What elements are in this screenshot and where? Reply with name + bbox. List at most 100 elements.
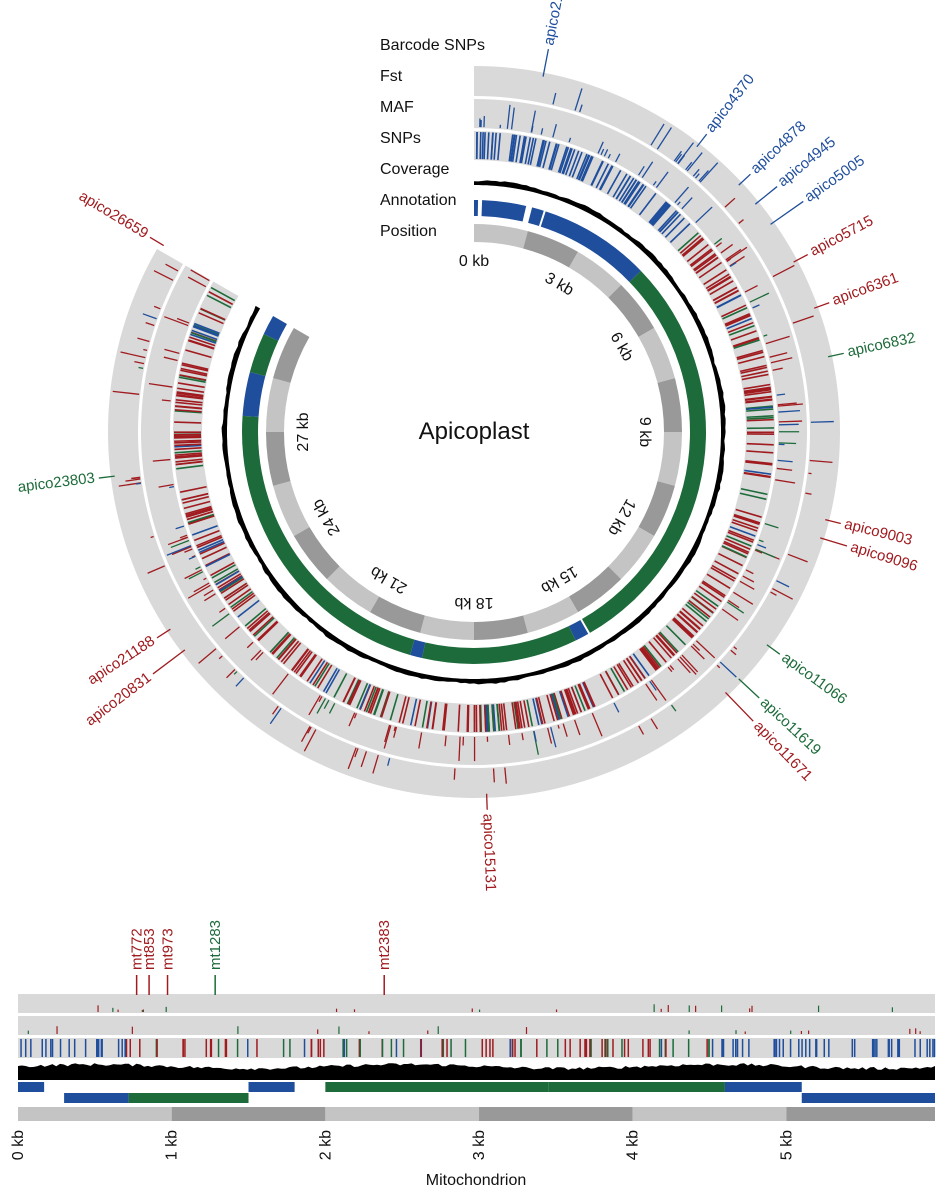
maf-tick — [171, 546, 192, 556]
snp-tick — [272, 633, 292, 655]
mito-marker-label: mt1283 — [207, 920, 224, 970]
snp-tick — [299, 653, 317, 677]
snp-tick — [724, 312, 750, 326]
snp-tick — [252, 616, 274, 636]
maf-tick — [776, 393, 786, 396]
snp-tick — [175, 401, 203, 406]
snp-tick — [457, 704, 461, 732]
maf-tick — [770, 357, 793, 364]
mito-snps-track — [20, 1004, 936, 1057]
snp-tick — [483, 132, 486, 160]
position-block — [608, 284, 655, 337]
snp-tick — [621, 179, 638, 203]
snp-tick — [744, 388, 772, 395]
maf-tick — [557, 724, 560, 729]
fst-tick — [673, 150, 682, 162]
snp-tick — [182, 495, 209, 504]
snp-tick — [705, 273, 730, 290]
snp-tick — [380, 691, 391, 718]
snp-tick — [721, 304, 747, 318]
snp-tick — [174, 436, 202, 439]
snp-tick — [181, 362, 209, 371]
snp-tick — [612, 173, 628, 198]
snp-tick — [206, 294, 232, 309]
mito-snps-background — [18, 1038, 935, 1058]
position-block — [266, 378, 291, 432]
mito-kb-label: 0 kb — [10, 1130, 27, 1160]
snp-tick — [691, 595, 714, 614]
marker-leader — [738, 678, 760, 699]
marker-leader — [696, 133, 708, 148]
mito-coverage-track — [18, 1063, 935, 1080]
maf-tick — [204, 593, 216, 602]
snp-tick — [230, 590, 253, 609]
snp-tick — [570, 686, 583, 713]
snp-tick — [347, 679, 361, 705]
mito-position-block — [479, 1107, 633, 1121]
snp-tick — [712, 286, 738, 302]
annotation-segment — [568, 619, 589, 641]
fst-tick — [656, 127, 672, 150]
snp-tick — [693, 592, 717, 610]
maf-tick — [203, 577, 207, 581]
snp-tick — [219, 576, 244, 593]
snp-tick — [639, 648, 657, 671]
snp-tick — [652, 637, 672, 659]
maf-tick — [562, 723, 568, 737]
fst-tick — [805, 492, 812, 495]
snp-tick — [295, 651, 313, 674]
snp-tick — [426, 701, 432, 729]
snp-tick — [196, 536, 223, 549]
track-label: Fst — [380, 68, 403, 85]
fst-tick — [719, 661, 737, 678]
snp-tick — [532, 698, 540, 726]
snp-tick — [580, 155, 593, 182]
snp-tick — [185, 349, 212, 359]
snp-tick — [689, 248, 713, 266]
apicoplast-kb-label: 18 kb — [454, 594, 493, 611]
maf-tick — [383, 725, 392, 749]
snp-tick — [658, 211, 679, 233]
snp-tick — [467, 704, 470, 732]
maf-tick — [166, 544, 192, 556]
snp-tick — [695, 256, 719, 274]
snp-tick — [372, 689, 384, 716]
snp-tick — [651, 203, 670, 226]
fst-tick — [145, 322, 155, 327]
maf-tick — [190, 269, 210, 282]
snp-tick — [743, 383, 771, 390]
snp-tick — [174, 444, 202, 448]
position-block — [420, 615, 474, 640]
snp-tick — [257, 621, 279, 642]
maf-tick — [641, 161, 654, 178]
fst-tick — [300, 726, 311, 742]
snp-tick — [740, 364, 767, 373]
annotation-segment — [242, 371, 266, 417]
snp-tick — [358, 684, 371, 710]
snp-tick — [529, 138, 537, 166]
snp-tick — [559, 146, 570, 174]
maf-tick — [540, 128, 544, 135]
marker-leader — [149, 236, 165, 247]
maf-tick — [188, 571, 204, 580]
fst-tick — [134, 360, 145, 365]
snp-tick — [511, 134, 518, 162]
apicoplast-kb-label: 15 kb — [538, 562, 580, 596]
maf-tick — [195, 566, 201, 570]
snp-tick — [741, 370, 768, 378]
snp-tick — [174, 443, 202, 447]
snp-tick — [218, 575, 243, 591]
snp-tick — [711, 564, 737, 580]
maf-tick — [506, 104, 511, 129]
snp-tick — [174, 453, 203, 458]
snp-tick — [679, 234, 702, 254]
snp-tick — [174, 421, 202, 424]
linear-track-backgrounds — [18, 994, 935, 1058]
snp-tick — [606, 169, 622, 195]
fst-track — [112, 88, 834, 784]
position-block — [273, 328, 310, 383]
marker-label: apico15131 — [479, 813, 499, 891]
maf-tick — [308, 695, 321, 716]
snp-tick — [679, 610, 701, 630]
maf-tick — [193, 582, 210, 593]
